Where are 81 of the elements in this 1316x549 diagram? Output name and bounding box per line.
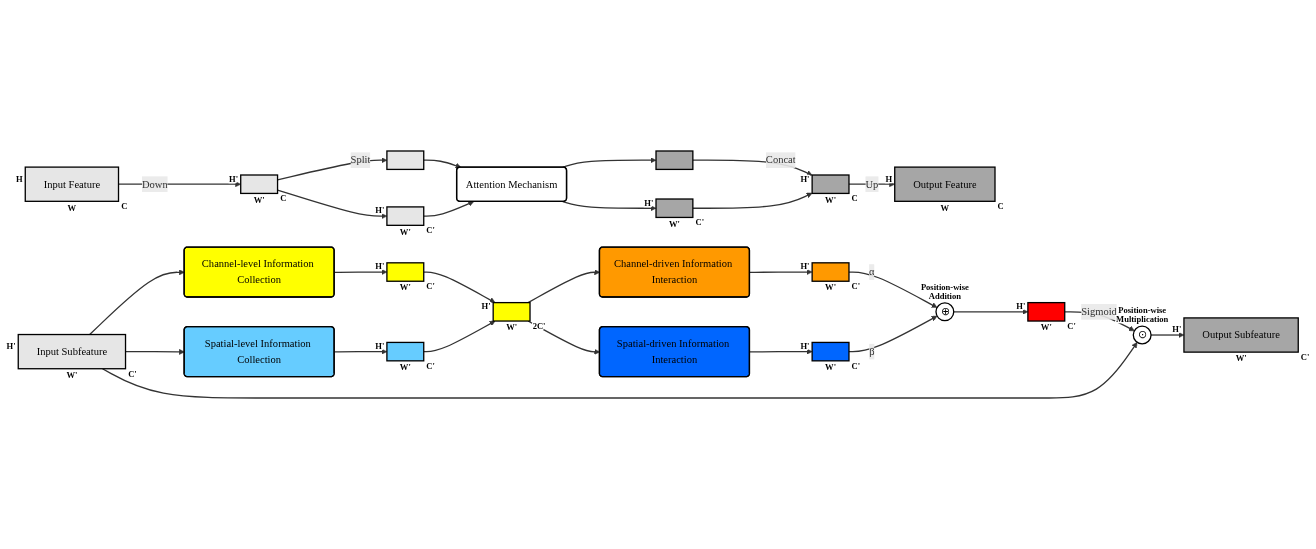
arrow [562, 157, 657, 169]
node-label: W [67, 202, 77, 213]
node-label: H' [1016, 301, 1026, 312]
arrow [423, 271, 496, 303]
edge-label: β [869, 345, 875, 357]
edge-label: Split [350, 154, 371, 166]
node-label: H' [375, 341, 385, 351]
node-label: W' [668, 218, 680, 229]
node-label: W' [825, 282, 837, 293]
node-box [492, 301, 531, 322]
arrow [89, 269, 185, 336]
node-label: H' [800, 173, 810, 184]
node-label: C' [1067, 320, 1076, 331]
node-box [655, 198, 694, 219]
node-label: H' [6, 341, 16, 351]
node-label: H' [375, 205, 385, 216]
node-circle: ⊙ [1132, 325, 1152, 345]
arrow [848, 315, 938, 353]
node-label: Position-wise Addition [920, 281, 969, 301]
node-label: C' [426, 360, 435, 371]
arrow [749, 269, 813, 275]
node-box [811, 341, 850, 362]
node-box [386, 150, 425, 171]
node-label: H' [375, 261, 385, 272]
node-label: C' [128, 368, 137, 379]
arrow [101, 342, 1138, 399]
node-label: H' [800, 341, 810, 351]
edge-label: Up [865, 178, 879, 190]
arrow [562, 201, 657, 212]
node-label: Position-wise Multiplication [1116, 304, 1169, 325]
node-label: W' [506, 322, 518, 333]
node-circle: ⊕ [935, 302, 955, 322]
arrow [423, 159, 462, 169]
node-label: W' [399, 226, 411, 237]
node-label: C [851, 193, 858, 204]
node-label: W' [1040, 322, 1052, 333]
edge-label: Concat [765, 154, 796, 166]
node-box [1027, 301, 1066, 322]
node-box [240, 174, 279, 195]
node-label: H' [481, 301, 491, 312]
node-box: Input Subfeature [17, 333, 127, 370]
arrow [749, 348, 813, 355]
node-label: H' [800, 261, 810, 272]
node-box [386, 206, 425, 226]
node-label: C [280, 193, 287, 204]
node-label: W' [399, 362, 411, 373]
node-box: Input Feature [24, 166, 120, 202]
edge-label: Sigmoid [1081, 305, 1117, 318]
node-label: W [940, 202, 950, 213]
node-label: C' [851, 360, 861, 371]
node-label: H' [644, 197, 654, 208]
node-box [811, 174, 850, 195]
node-box [655, 150, 694, 171]
node-label: C' [851, 281, 861, 292]
arrow [848, 271, 938, 308]
node-label: W' [253, 194, 265, 205]
node-label: W' [1235, 353, 1247, 364]
node-label: W' [399, 282, 411, 293]
node-label: C' [426, 281, 435, 292]
node-label: C [997, 201, 1004, 212]
node-box [811, 262, 850, 282]
node-label: W' [825, 194, 837, 205]
node-label: W' [66, 369, 78, 380]
node-label: H' [229, 173, 239, 184]
arrow [423, 201, 474, 217]
arrow [692, 192, 813, 209]
node-label: W' [825, 362, 837, 373]
node-box [386, 341, 425, 362]
node-label: H [15, 173, 23, 184]
node-label: C' [695, 217, 705, 228]
node-label: H' [1172, 324, 1182, 335]
node-label: H [885, 173, 893, 184]
edge-label: Down [141, 178, 168, 190]
node-box [386, 262, 425, 282]
node-label: C' [1300, 352, 1310, 363]
arrow [423, 320, 496, 353]
node-label: C [121, 201, 128, 212]
node-label: C' [426, 225, 435, 236]
edge-label: α [869, 266, 875, 278]
node-box: Output Subfeature [1183, 317, 1299, 353]
node-box: Output Feature [894, 166, 996, 202]
